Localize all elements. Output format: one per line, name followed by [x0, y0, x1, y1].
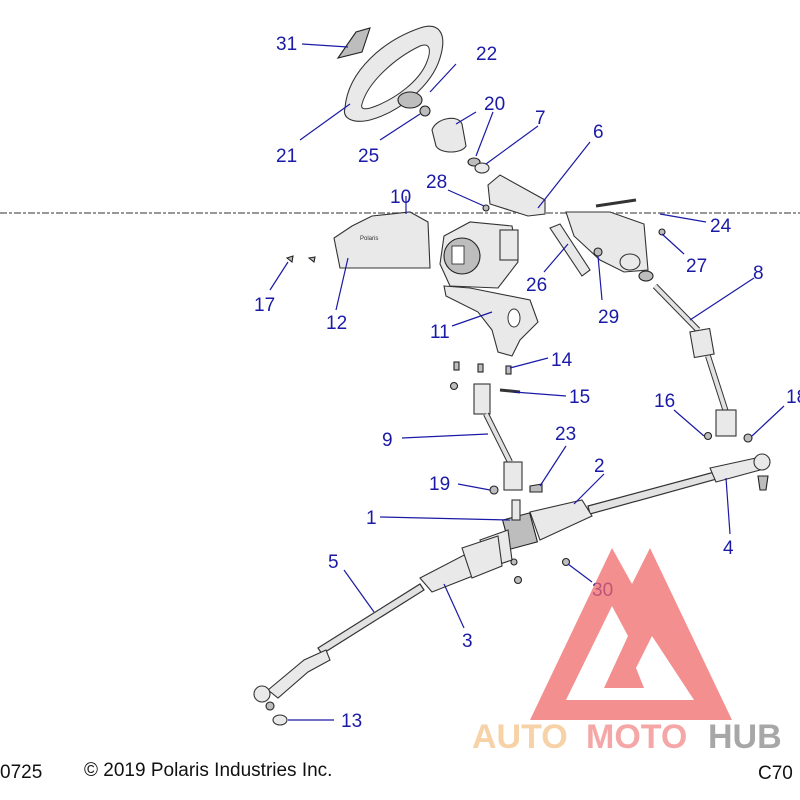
part-eps-unit: [439, 221, 519, 289]
leader-lines: [269, 43, 785, 721]
part-bracket-11: [443, 285, 539, 357]
callout-2: 2: [594, 456, 605, 477]
part-fastener-30c: [510, 558, 518, 566]
part-screw-17b: [307, 256, 316, 263]
part-upper-shaft: [652, 283, 737, 437]
watermark-logo: AUTO MOTO HUB: [472, 548, 782, 756]
callout-31: 31: [276, 34, 297, 55]
callout-18: 18: [786, 387, 800, 408]
part-bolt-14c: [505, 365, 512, 375]
part-bracket-6: [487, 174, 546, 217]
part-cap: [336, 27, 371, 59]
callout-21: 21: [276, 146, 297, 167]
part-bolt-23: [529, 483, 543, 493]
part-bolt-14a: [453, 361, 460, 371]
callout-15: 15: [569, 387, 590, 408]
callout-11: 11: [430, 322, 450, 343]
part-bolt-27: [658, 228, 666, 236]
part-screw-17a: [285, 255, 294, 264]
callout-23: 23: [555, 424, 576, 445]
callout-13: 13: [341, 711, 362, 732]
part-tie-rod-right: [709, 453, 771, 491]
callout-26: 26: [526, 275, 547, 296]
part-steering-wheel: [343, 25, 444, 122]
callout-6: 6: [593, 122, 604, 143]
callout-27: 27: [686, 256, 707, 277]
part-nut-25: [419, 105, 431, 117]
part-bolt-14b: [477, 363, 484, 373]
callout-5: 5: [328, 552, 339, 573]
callout-25: 25: [358, 146, 379, 167]
part-nut-13: [272, 714, 288, 726]
footer-copyright: © 2019 Polaris Industries Inc.: [84, 760, 332, 781]
part-fastener-30b: [513, 575, 523, 585]
part-bolts-24: [595, 198, 637, 208]
callout-12: 12: [326, 313, 347, 334]
callout-7: 7: [535, 108, 546, 129]
part-nut-14d: [449, 381, 459, 391]
callout-8: 8: [753, 263, 764, 284]
part-cover-10: [333, 211, 431, 269]
callout-29: 29: [598, 307, 619, 328]
footer-left-code: 0725: [0, 762, 42, 783]
watermark-moto: MOTO: [586, 718, 687, 756]
callout-4: 4: [723, 538, 734, 559]
part-nut-19: [489, 485, 499, 495]
callout-14: 14: [551, 350, 573, 371]
callout-22: 22: [476, 44, 497, 65]
part-tie-rod-left: [253, 583, 425, 711]
part-fastener-30a: [561, 557, 571, 567]
part-bushing-7: [474, 162, 490, 174]
callout-19: 19: [429, 474, 450, 495]
callout-20: 20: [484, 94, 505, 115]
footer-right-code: C70: [758, 763, 793, 784]
callout-9: 9: [382, 430, 393, 451]
part-nut-18: [743, 433, 753, 443]
callout-16: 16: [654, 391, 675, 412]
part-cover-label: Polaris: [360, 236, 378, 242]
callout-24: 24: [710, 216, 732, 237]
part-bolt-28: [482, 204, 490, 212]
part-steering-rack: [419, 469, 725, 593]
watermark-hub: HUB: [708, 718, 782, 756]
callout-3: 3: [462, 631, 473, 652]
part-boot: [431, 117, 467, 153]
callout-17: 17: [254, 295, 275, 316]
callout-1: 1: [366, 508, 377, 529]
part-intermediate-shaft: [473, 383, 523, 491]
watermark-auto: AUTO: [472, 718, 568, 756]
part-tilt-assembly: [549, 211, 654, 282]
callout-10: 10: [390, 187, 411, 208]
watermark-triangle-icon: [530, 548, 732, 720]
part-bolt-16: [703, 431, 713, 441]
callout-28: 28: [426, 172, 447, 193]
